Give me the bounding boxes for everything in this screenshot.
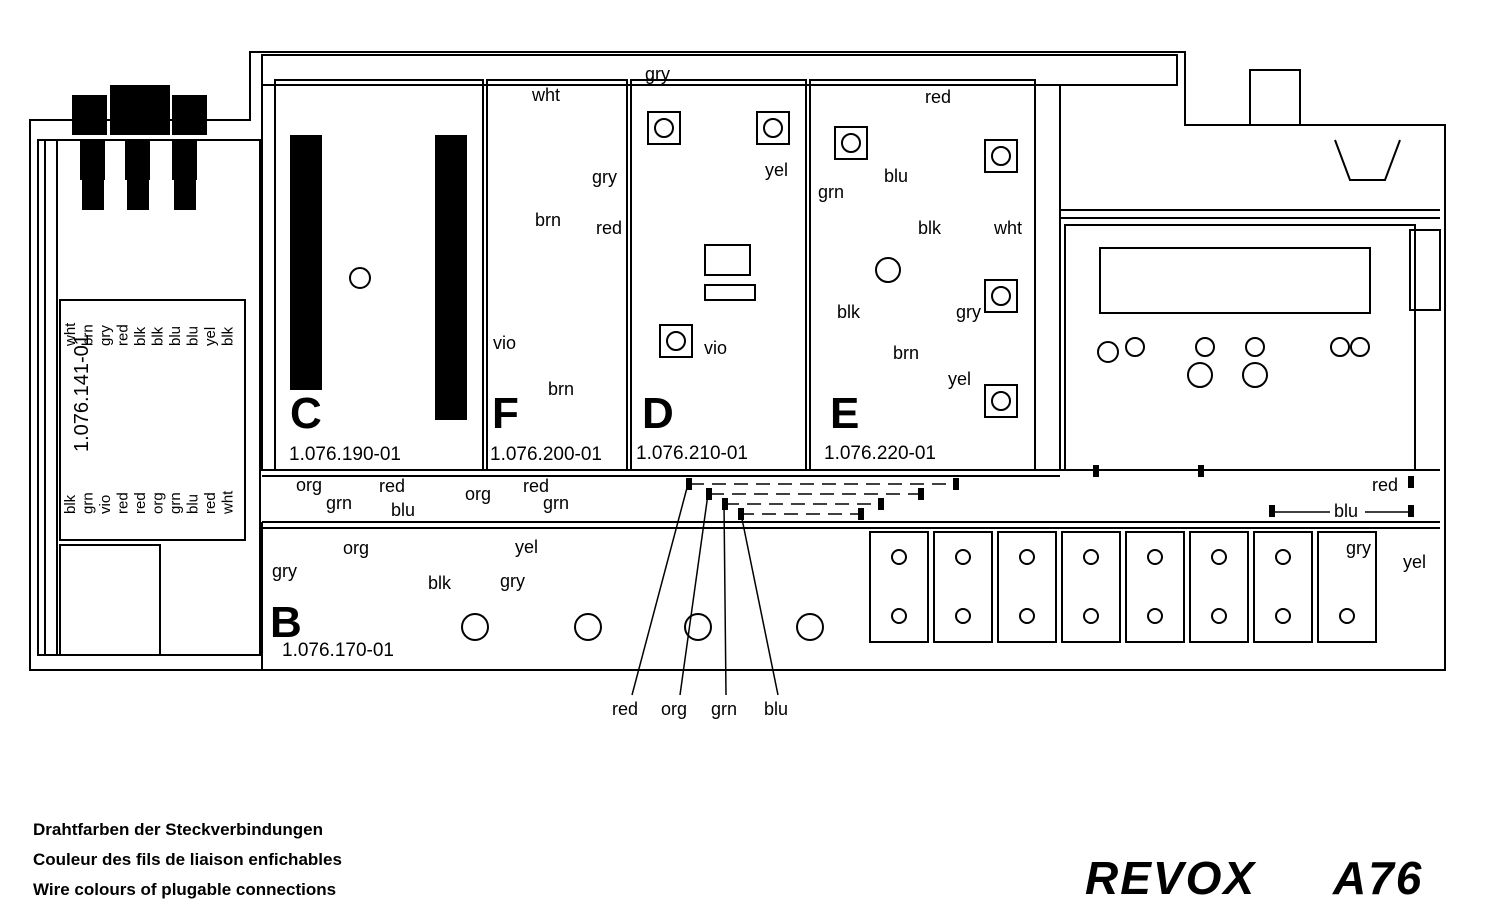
connector-wire-label: grn — [167, 492, 184, 514]
connector-wire-label: org — [150, 492, 167, 514]
wire-label: grn — [711, 699, 737, 719]
wire-label: wht — [531, 85, 560, 105]
connector-wire-label: brn — [80, 324, 97, 346]
wire-label: org — [343, 538, 369, 558]
connector-wire-label: blk — [62, 494, 79, 514]
caption-english: Wire colours of plugable connections — [33, 880, 337, 899]
connector-wire-label: vio — [97, 495, 114, 514]
wire-label: red — [379, 476, 405, 496]
board-c-part-number: 1.076.190-01 — [289, 444, 401, 465]
wire-label: yel — [948, 369, 971, 389]
connector-wire-label: red — [132, 492, 149, 514]
connector-wire-label: blu — [185, 326, 202, 346]
board-c — [274, 79, 484, 471]
wire-label: blk — [918, 218, 942, 238]
wire-label: blu — [1334, 501, 1358, 521]
board-f-letter: F — [492, 389, 519, 438]
caption-french: Couleur des fils de liaison enfichables — [33, 850, 342, 869]
wire-label: gry — [1346, 538, 1371, 558]
wire-label: blu — [884, 166, 908, 186]
connector-fills — [72, 85, 1414, 520]
board-d-letter: D — [642, 389, 674, 438]
wire-label: blu — [391, 500, 415, 520]
wire-label: gry — [272, 561, 297, 581]
wire-label: red — [925, 87, 951, 107]
wire-label: vio — [704, 338, 727, 358]
wire-label: yel — [515, 537, 538, 557]
wire-label: brn — [535, 210, 561, 230]
wire-labels: gry wht gry brn red vio brn yel vio red … — [272, 64, 1426, 719]
connector-wire-label: grn — [80, 492, 97, 514]
switch-blocks — [869, 531, 1377, 643]
bus-lines — [690, 483, 955, 515]
meter-scale — [1099, 247, 1371, 314]
left-connector-board — [59, 299, 246, 541]
connector-wire-label: blk — [132, 326, 149, 346]
wire-label: gry — [645, 64, 670, 84]
board-b-part-number: 1.076.170-01 — [282, 640, 394, 661]
wire-label: gry — [500, 571, 525, 591]
wire-label: gry — [956, 302, 981, 322]
wire-label: grn — [543, 493, 569, 513]
connector-wire-label: red — [202, 492, 219, 514]
board-b-letter: B — [270, 598, 302, 647]
wire-label: blk — [837, 302, 861, 322]
wire-label: org — [465, 484, 491, 504]
board-d — [630, 79, 807, 471]
connector-wire-label: yel — [202, 327, 219, 346]
connector-wire-label: red — [115, 324, 132, 346]
board-e — [809, 79, 1036, 471]
brand-model: A76 — [1332, 852, 1423, 904]
wire-label: org — [296, 475, 322, 495]
connector-wire-label: blk — [220, 326, 237, 346]
board-f-part-number: 1.076.200-01 — [490, 444, 602, 465]
connector-wire-label: red — [115, 492, 132, 514]
wire-label: blu — [764, 699, 788, 719]
wire-label: red — [596, 218, 622, 238]
board-d-part-number: 1.076.210-01 — [636, 443, 748, 464]
board-e-letter: E — [830, 389, 859, 438]
wire-label: wht — [993, 218, 1022, 238]
chassis-outline — [29, 51, 1446, 671]
board-f — [486, 79, 628, 471]
connector-wire-label: wht — [220, 490, 237, 515]
connector-wire-label: wht — [62, 322, 79, 347]
connector-wire-label: blu — [167, 326, 184, 346]
wire-label: grn — [818, 182, 844, 202]
wire-label: red — [1372, 475, 1398, 495]
caption-german: Drahtfarben der Steckverbindungen — [33, 820, 324, 839]
board-e-part-number: 1.076.220-01 — [824, 443, 936, 464]
wire-label: grn — [326, 493, 352, 513]
left-module-part-number: 1.076.141-01 — [71, 334, 93, 452]
wire-label: red — [612, 699, 638, 719]
wire-label: brn — [548, 379, 574, 399]
top-rail — [261, 54, 1178, 86]
wire-label: red — [523, 476, 549, 496]
wire-label: brn — [893, 343, 919, 363]
wire-label: yel — [1403, 552, 1426, 572]
connector-wire-label: gry — [97, 325, 114, 346]
wire-label: gry — [592, 167, 617, 187]
wire-label: yel — [765, 160, 788, 180]
leader-lines — [631, 483, 779, 696]
board-c-letter: C — [290, 389, 322, 438]
brand-name: REVOX — [1085, 852, 1256, 904]
wire-label: org — [661, 699, 687, 719]
connector-wire-label: blk — [150, 326, 167, 346]
connector-wire-label: blu — [185, 494, 202, 514]
wire-label: vio — [493, 333, 516, 353]
meter-section — [1064, 224, 1416, 471]
wire-label: blk — [428, 573, 452, 593]
